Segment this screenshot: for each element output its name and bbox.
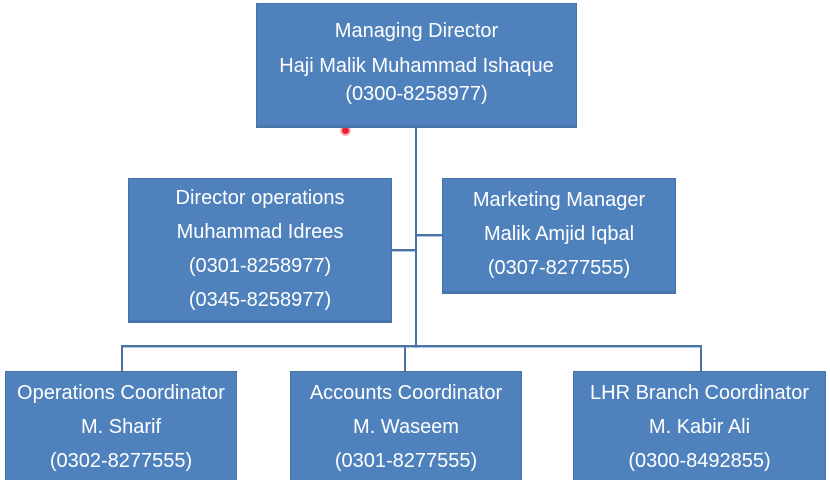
node-phone: (0300-8492855) (628, 450, 771, 472)
node-person-name: M. Sharif (80, 416, 162, 438)
org-box-managing-director: Managing Director Haji Malik Muhammad Is… (256, 3, 577, 128)
node-phone: (0301-8277555) (334, 450, 478, 472)
node-title: Director operations (175, 187, 345, 209)
connector-bottom-rail (121, 345, 702, 347)
node-phone: (0300-8258977) (345, 83, 488, 105)
node-phone: (0307-8277555) (487, 257, 631, 279)
connector-stub-marketing-manager (416, 234, 443, 236)
org-box-marketing-manager: Marketing Manager Malik Amjid Iqbal (030… (442, 178, 676, 294)
node-person-name: M. Kabir Ali (648, 416, 751, 438)
connector-stub-director-operations (391, 249, 416, 251)
org-box-lhr-branch-coordinator: LHR Branch Coordinator M. Kabir Ali (030… (573, 371, 826, 480)
org-box-director-operations: Director operations Muhammad Idrees (030… (128, 178, 392, 323)
node-person-name: Haji Malik Muhammad Ishaque (279, 55, 554, 77)
node-title: Accounts Coordinator (309, 382, 503, 404)
node-person-name: Malik Amjid Iqbal (483, 223, 635, 245)
org-box-operations-coordinator: Operations Coordinator M. Sharif (0302-8… (5, 371, 237, 480)
org-box-accounts-coordinator: Accounts Coordinator M. Waseem (0301-827… (290, 371, 522, 480)
node-title: LHR Branch Coordinator (590, 382, 809, 404)
connector-drop-accounts-coordinator (404, 345, 406, 372)
node-phone: (0302-8277555) (49, 450, 193, 472)
node-title: Managing Director (334, 20, 499, 42)
node-title: Operations Coordinator (17, 382, 225, 404)
connector-center-vertical (415, 127, 417, 347)
node-phone: (0301-8258977) (188, 255, 332, 277)
red-dot-marker (342, 127, 349, 134)
node-person-name: M. Waseem (353, 416, 459, 438)
node-phone: (0345-8258977) (188, 289, 332, 311)
node-title: Marketing Manager (472, 189, 646, 211)
connector-drop-lhr-branch-coordinator (700, 345, 702, 372)
connector-drop-operations-coordinator (121, 345, 123, 372)
node-person-name: Muhammad Idrees (176, 221, 344, 243)
